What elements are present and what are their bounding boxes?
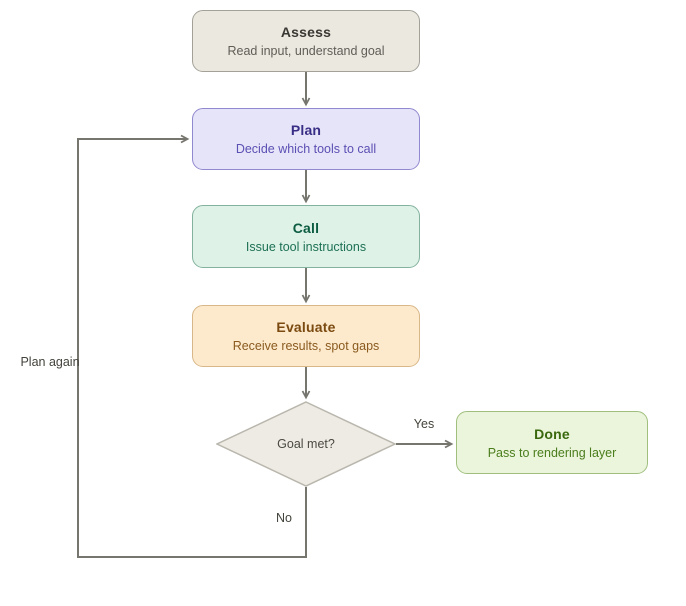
node-evaluate-title: Evaluate [276,319,336,335]
node-assess: Assess Read input, understand goal [192,10,420,72]
node-decision: Goal met? [216,401,396,487]
node-plan-subtitle: Decide which tools to call [235,142,377,156]
node-call: Call Issue tool instructions [192,205,420,268]
edge-label-yes: Yes [413,417,435,431]
node-plan: Plan Decide which tools to call [192,108,420,170]
node-evaluate: Evaluate Receive results, spot gaps [192,305,420,367]
node-call-title: Call [292,219,320,236]
node-decision-label: Goal met? [277,437,335,451]
decision-diamond-polygon [216,401,396,487]
node-evaluate-subtitle: Receive results, spot gaps [232,339,380,353]
node-done-title: Done [534,425,570,442]
node-done-subtitle: Pass to rendering layer [487,445,617,460]
node-assess-title: Assess [280,24,332,40]
node-done: Done Pass to rendering layer [456,411,648,474]
edge-label-plan-again: Plan again [20,355,80,369]
edge-label-no: No [276,511,292,525]
node-call-subtitle: Issue tool instructions [245,239,367,254]
node-plan-title: Plan [290,122,322,138]
decision-diamond-shape [216,401,396,487]
node-assess-subtitle: Read input, understand goal [227,44,385,58]
